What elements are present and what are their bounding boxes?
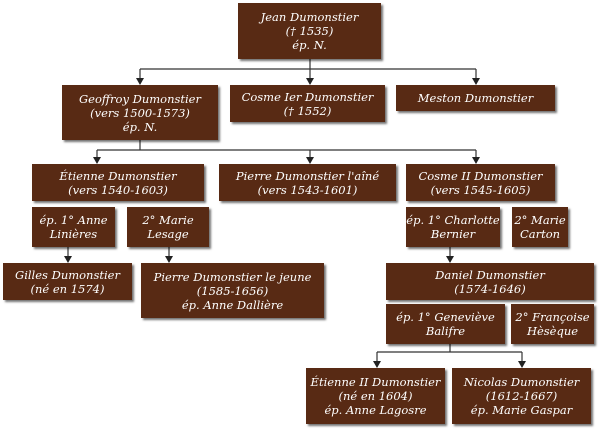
node-line: ép. Anne Lagosre — [324, 403, 427, 417]
node-line: Pierre Dumonstier l'aîné — [235, 168, 380, 183]
node-line: Pierre Dumonstier le jeune — [153, 269, 312, 284]
node-meston-dumonstier: Meston Dumonstier — [396, 85, 555, 111]
node-marie-lesage: 2° Marie Lesage — [127, 207, 209, 247]
node-line: ép. 1° Geneviève — [396, 310, 495, 324]
node-line: Bernier — [430, 227, 476, 241]
node-anne-linieres: ép. 1° Anne Linières — [32, 207, 115, 247]
node-pierre-dumonstier-laine: Pierre Dumonstier l'aîné (vers 1543-1601… — [219, 164, 396, 201]
node-nicolas-dumonstier: Nicolas Dumonstier (1612-1667) ép. Marie… — [452, 368, 591, 424]
node-line: Geoffroy Dumonstier — [78, 91, 201, 106]
node-line: Daniel Dumonstier — [435, 267, 545, 282]
node-charlotte-bernier: ép. 1° Charlotte Bernier — [406, 207, 500, 247]
node-line: (vers 1545-1605) — [430, 182, 531, 197]
node-line: ép. N. — [122, 119, 158, 134]
node-cosme-1-dumonstier: Cosme Ier Dumonstier († 1552) — [230, 85, 385, 122]
node-line: Carton — [519, 227, 561, 241]
node-jean-dumonstier: Jean Dumonstier († 1535) ép. N. — [238, 3, 381, 59]
node-line: (vers 1540-1603) — [68, 182, 168, 197]
node-line: († 1552) — [283, 103, 332, 118]
node-line: Nicolas Dumonstier — [463, 375, 580, 389]
node-line: (né en 1574) — [30, 281, 105, 296]
node-etienne-2-dumonstier: Étienne II Dumonstier (né en 1604) ép. A… — [306, 368, 445, 424]
node-line: (1612-1667) — [485, 389, 558, 403]
node-etienne-dumonstier: Étienne Dumonstier (vers 1540-1603) — [32, 164, 204, 201]
node-line: Cosme II Dumonstier — [418, 168, 543, 183]
node-line: (né en 1604) — [338, 389, 413, 403]
node-line: Étienne Dumonstier — [59, 168, 177, 183]
node-line: 2° Marie — [142, 213, 194, 227]
node-cosme-2-dumonstier: Cosme II Dumonstier (vers 1545-1605) — [406, 164, 555, 201]
node-gilles-dumonstier: Gilles Dumonstier (né en 1574) — [3, 263, 132, 300]
node-line: ép. N. — [292, 38, 327, 52]
node-line: (vers 1500-1573) — [90, 105, 190, 120]
node-line: ép. 1° Anne — [39, 213, 108, 227]
node-line: Cosme Ier Dumonstier — [241, 89, 374, 104]
node-line: Balifre — [425, 324, 466, 338]
node-line: († 1535) — [285, 24, 334, 38]
node-line: Jean Dumonstier — [260, 10, 359, 24]
node-line: Meston Dumonstier — [417, 91, 534, 105]
node-line: Hèsèque — [526, 324, 579, 338]
node-line: Linières — [49, 227, 98, 241]
node-line: ép. Marie Gaspar — [470, 403, 573, 417]
node-line: 2° Marie — [514, 213, 566, 227]
node-line: Gilles Dumonstier — [15, 267, 120, 282]
node-line: Lesage — [147, 227, 189, 241]
node-daniel-dumonstier: Daniel Dumonstier (1574-1646) — [386, 263, 594, 300]
node-marie-carton: 2° Marie Carton — [512, 207, 568, 247]
node-line: (1585-1656) — [196, 283, 269, 298]
node-line: ép. Anne Dallière — [181, 297, 284, 312]
node-genevieve-balifre: ép. 1° Geneviève Balifre — [386, 304, 505, 344]
node-line: ép. 1° Charlotte — [406, 213, 500, 227]
node-line: 2° Françoise — [515, 310, 590, 324]
node-line: (1574-1646) — [454, 281, 526, 296]
node-line: Étienne II Dumonstier — [310, 375, 441, 389]
node-geoffroy-dumonstier: Geoffroy Dumonstier (vers 1500-1573) ép.… — [62, 85, 218, 140]
node-line: (vers 1543-1601) — [257, 182, 358, 197]
node-pierre-dumonstier-le-jeune: Pierre Dumonstier le jeune (1585-1656) é… — [141, 263, 324, 318]
node-francoise-heseque: 2° Françoise Hèsèque — [511, 304, 594, 344]
